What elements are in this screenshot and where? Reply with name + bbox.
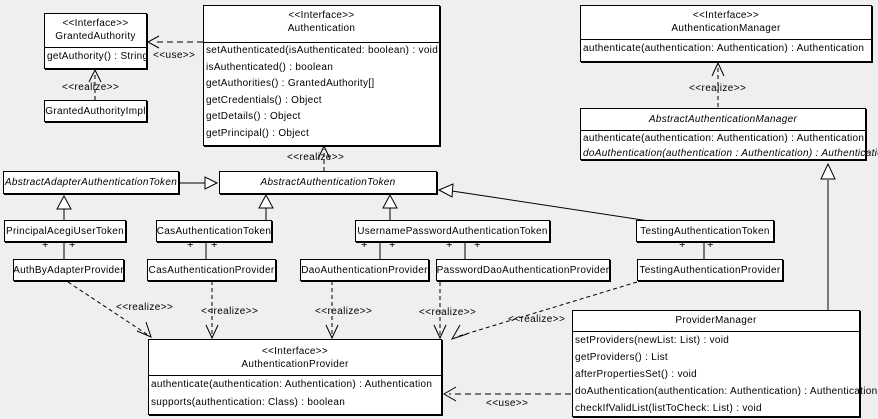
method: getPrincipal() : Object xyxy=(206,127,310,139)
class-name: ProviderManager xyxy=(675,315,757,326)
method: getProviders() : List xyxy=(575,352,668,363)
realize-label: <<realize>> xyxy=(419,307,477,318)
class-authentication[interactable]: <<Interface>> Authentication setAuthenti… xyxy=(203,5,440,146)
method: authenticate(authentication: Authenticat… xyxy=(583,43,865,54)
association-plus: + xyxy=(389,239,396,251)
class-name: AbstractAuthenticationManager xyxy=(648,114,798,125)
realize-label: <<realize>> xyxy=(287,152,345,163)
method: setProviders(newList: List) : void xyxy=(575,335,730,346)
class-dao-authentication-provider[interactable]: DaoAuthenticationProvider xyxy=(300,259,429,281)
class-username-password-authentication-token[interactable]: UsernamePasswordAuthenticationToken xyxy=(355,220,550,242)
class-auth-by-adapter-provider[interactable]: AuthByAdapterProvider xyxy=(13,259,124,281)
method: getAuthorities() : GrantedAuthority[] xyxy=(206,78,375,89)
class-authentication-provider[interactable]: <<Interface>> AuthenticationProvider aut… xyxy=(148,339,442,415)
edge-authentication-uses-granted-authority xyxy=(146,35,203,49)
class-name: TestingAuthenticationProvider xyxy=(639,264,781,276)
method: checkIfValidList(listToCheck: List) : vo… xyxy=(575,403,762,414)
class-name: AuthenticationProvider xyxy=(241,359,349,370)
edge-provider-manager-extends-abstract-manager xyxy=(820,162,836,310)
realize-label: <<realize>> xyxy=(689,83,747,94)
edge-cas-token-extends-abstract-token xyxy=(258,193,274,221)
use-label: <<use>> xyxy=(153,50,196,61)
class-name: UsernamePasswordAuthenticationToken xyxy=(357,225,548,237)
edge-principal-extends-adapter xyxy=(56,194,72,221)
realize-label: <<realize>> xyxy=(201,306,259,317)
realize-label: <<realize>> xyxy=(508,314,566,325)
class-name: CasAuthenticationProvider xyxy=(148,264,275,276)
class-name: Authentication xyxy=(287,23,356,34)
class-name: CasAuthenticationToken xyxy=(156,225,272,237)
class-cas-authentication-token[interactable]: CasAuthenticationToken xyxy=(156,220,272,242)
realize-label: <<realize>> xyxy=(315,306,373,317)
class-name: GrantedAuthority xyxy=(55,31,136,42)
class-name: PasswordDaoAuthenticationProvider xyxy=(436,264,610,276)
association-plus: + xyxy=(187,239,194,251)
method: isAuthenticated() : boolean xyxy=(206,61,334,73)
association-plus: + xyxy=(679,239,686,251)
class-cas-authentication-provider[interactable]: CasAuthenticationProvider xyxy=(147,259,276,281)
class-password-dao-authentication-provider[interactable]: PasswordDaoAuthenticationProvider xyxy=(436,259,610,281)
method: getDetails() : Object xyxy=(206,111,301,122)
class-name: PrincipalAcegiUserToken xyxy=(5,225,125,237)
association-plus: + xyxy=(69,239,76,251)
edge-adapter-extends-abstract-token xyxy=(180,176,219,190)
use-label: <<use>> xyxy=(486,398,529,409)
method-abstract: doAuthentication(authentication : Authen… xyxy=(583,148,878,159)
method: doAuthentication(authentication: Authent… xyxy=(575,386,878,397)
association-plus: + xyxy=(446,239,453,251)
association-plus: + xyxy=(42,239,49,251)
stereotype-label: <<Interface>> xyxy=(261,346,329,357)
stereotype-label: <<Interface>> xyxy=(62,18,129,29)
class-name: AuthenticationManager xyxy=(671,23,781,34)
class-provider-manager[interactable]: ProviderManager setProviders(newList: Li… xyxy=(572,310,878,417)
class-name: TestingAuthenticationToken xyxy=(640,225,770,237)
class-name: DaoAuthenticationProvider xyxy=(301,264,428,276)
association-plus: + xyxy=(211,239,218,251)
stereotype-label: <<Interface>> xyxy=(692,10,760,21)
method: setAuthenticated(isAuthenticated: boolea… xyxy=(206,45,439,56)
realize-label: <<realize>> xyxy=(62,82,120,93)
realize-label: <<realize>> xyxy=(116,302,174,313)
class-granted-authority-impl[interactable]: GrantedAuthorityImpl xyxy=(44,100,147,122)
class-testing-authentication-token[interactable]: TestingAuthenticationToken xyxy=(636,220,774,242)
class-granted-authority[interactable]: <<Interface>> GrantedAuthority getAuthor… xyxy=(44,13,149,69)
association-plus: + xyxy=(361,239,368,251)
class-testing-authentication-provider[interactable]: TestingAuthenticationProvider xyxy=(637,259,783,281)
class-name: AuthByAdapterProvider xyxy=(13,264,124,276)
association-plus: + xyxy=(707,239,714,251)
class-abstract-adapter-authentication-token[interactable]: AbstractAdapterAuthenticationToken xyxy=(3,171,179,194)
method: afterPropertiesSet() : void xyxy=(575,369,698,380)
stereotype-label: <<Interface>> xyxy=(288,10,355,21)
method: authenticate(authentication: Authenticat… xyxy=(583,133,865,144)
class-abstract-authentication-manager[interactable]: AbstractAuthenticationManager authentica… xyxy=(580,108,878,160)
method: getCredentials() : Object xyxy=(206,94,322,106)
class-abstract-authentication-token[interactable]: AbstractAuthenticationToken xyxy=(219,171,437,194)
method: getAuthority() : String xyxy=(47,51,149,62)
method: authenticate(authentication: Authenticat… xyxy=(151,379,433,390)
class-authentication-manager[interactable]: <<Interface>> AuthenticationManager auth… xyxy=(580,5,872,62)
edge-userpass-token-extends-abstract-token xyxy=(382,193,398,221)
edge-testing-token-extends-abstract-token xyxy=(437,183,650,222)
class-principal-acegi-user-token[interactable]: PrincipalAcegiUserToken xyxy=(4,220,126,242)
method: supports(authentication: Class) : boolea… xyxy=(151,397,346,408)
class-name: AbstractAdapterAuthenticationToken xyxy=(4,177,178,188)
association-plus: + xyxy=(474,239,481,251)
class-name: GrantedAuthorityImpl xyxy=(45,105,146,117)
class-name: AbstractAuthenticationToken xyxy=(260,177,396,188)
